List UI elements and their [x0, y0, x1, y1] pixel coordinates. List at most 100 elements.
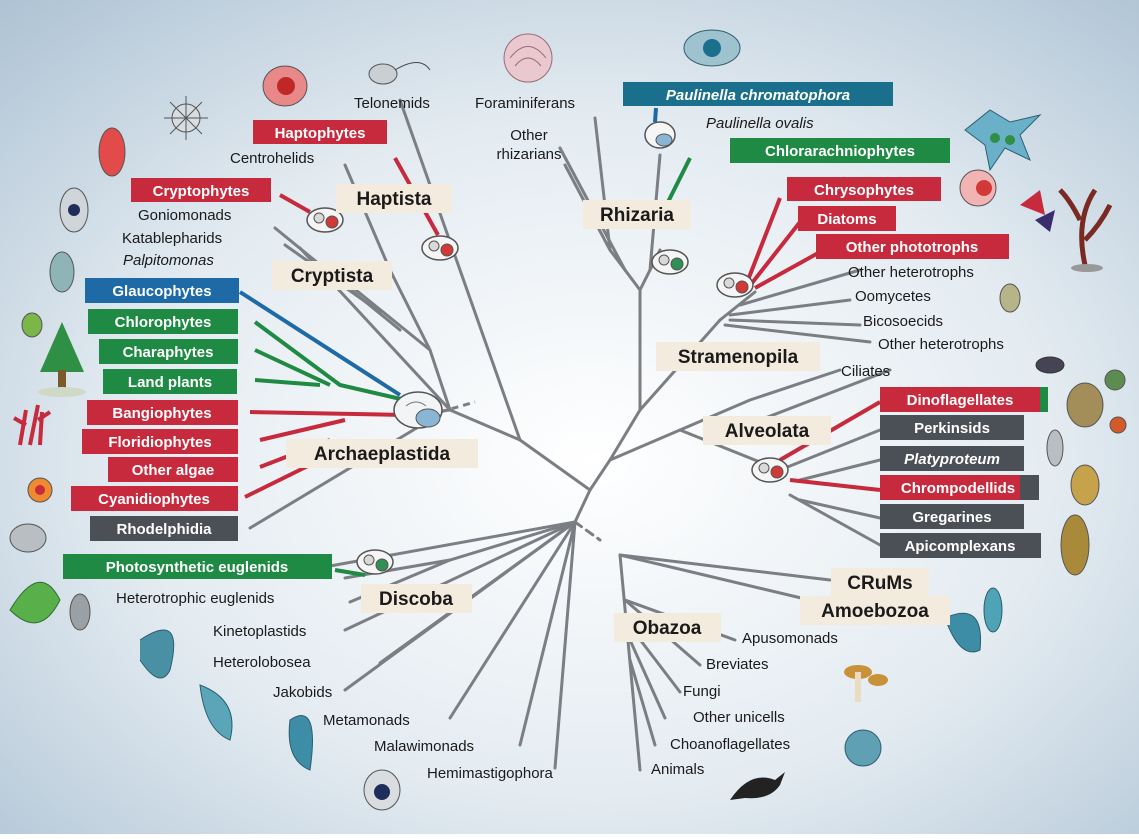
goniomonad-cell-icon [59, 187, 89, 233]
glaucophyte-cell-icon [49, 251, 75, 293]
label-animals: Animals [651, 761, 704, 778]
svg-text:Alveolata: Alveolata [725, 421, 810, 442]
svg-text:Charaphytes: Charaphytes [123, 344, 214, 361]
amoebozoan-icon [983, 587, 1003, 633]
label-fungi: Fungi [683, 683, 721, 700]
heterotrophic-euglenid-icon [69, 593, 91, 631]
svg-text:Archaeplastida: Archaeplastida [314, 444, 451, 465]
group-amoebozoa: Amoebozoa [800, 596, 950, 625]
svg-text:Discoba: Discoba [379, 589, 453, 610]
svg-text:Photosynthetic euglenids: Photosynthetic euglenids [106, 559, 289, 576]
svg-text:Perkinsids: Perkinsids [914, 420, 990, 437]
organism-illustrations [9, 29, 1127, 811]
svg-text:Glaucophytes: Glaucophytes [112, 283, 211, 300]
group-haptista: Haptista [336, 184, 452, 213]
centrohelid-cell-icon [164, 96, 208, 140]
tag-apicomplexans: Apicomplexans [880, 533, 1041, 558]
svg-text:Land plants: Land plants [128, 374, 212, 391]
bird-icon [730, 772, 785, 800]
label-palpitomonas: Palpitomonas [123, 252, 214, 269]
label-metamonads: Metamonads [323, 712, 410, 729]
svg-text:Dinoflagellates: Dinoflagellates [907, 392, 1014, 409]
tag-paulinella-chromatophora: Paulinella chromatophora [623, 82, 893, 106]
svg-text:Platyproteum: Platyproteum [904, 451, 1000, 468]
label-paulinella-ovalis: Paulinella ovalis [706, 115, 814, 132]
svg-text:Cyanidiophytes: Cyanidiophytes [98, 491, 210, 508]
plastid-icon-euglenid [356, 549, 394, 575]
svg-text:Apicomplexans: Apicomplexans [905, 538, 1016, 555]
label-jakobids: Jakobids [273, 684, 332, 701]
flagellate-cell-icon [368, 62, 431, 85]
oomycete-icon [999, 283, 1021, 313]
label-foraminiferans: Foraminiferans [475, 95, 575, 112]
chlorophyte-cell-icon [21, 312, 43, 338]
group-crums: CRuMs [831, 568, 929, 597]
svg-text:Chrysophytes: Chrysophytes [814, 182, 914, 199]
label-heterolobosea: Heterolobosea [213, 654, 311, 671]
mushroom-icon [844, 665, 888, 702]
apicomplexan-icon [1060, 514, 1090, 576]
label-oomycetes: Oomycetes [855, 288, 931, 305]
svg-text:Other phototrophs: Other phototrophs [846, 239, 978, 256]
tag-cryptophytes: Cryptophytes [131, 178, 271, 202]
plain-labels: Telonemids Foraminiferans Other rhizaria… [116, 95, 1004, 782]
euglenid-cell-icon [9, 581, 61, 624]
tag-cyanidiophytes: Cyanidiophytes [71, 486, 238, 511]
svg-text:Amoebozoa: Amoebozoa [821, 601, 929, 622]
metamonad-icon [288, 715, 313, 771]
group-alveolata: Alveolata [703, 416, 831, 445]
cyanidiophyte-cell-icon [27, 477, 53, 503]
primary-plastid-icon [393, 391, 443, 429]
tree-icon [38, 322, 86, 397]
label-apusomonads: Apusomonads [742, 630, 838, 647]
group-cryptista: Cryptista [272, 261, 392, 290]
plastid-icon-stramenopile [716, 272, 754, 298]
svg-text:Chrompodellids: Chrompodellids [901, 480, 1015, 497]
label-choanoflagellates: Choanoflagellates [670, 736, 790, 753]
cryptophyte-cell-icon [98, 127, 126, 177]
svg-text:Floridiophytes: Floridiophytes [108, 434, 211, 451]
label-heterotrophic-euglenids: Heterotrophic euglenids [116, 590, 274, 607]
tag-platyproteum: Platyproteum [880, 446, 1024, 471]
svg-text:Haptophytes: Haptophytes [275, 125, 366, 142]
label-breviates: Breviates [706, 656, 769, 673]
group-rhizaria: Rhizaria [583, 200, 691, 229]
svg-text:Cryptista: Cryptista [291, 266, 374, 287]
foraminiferan-shell-icon [503, 33, 553, 83]
group-archaeplastida: Archaeplastida [286, 439, 478, 468]
svg-text:Diatoms: Diatoms [817, 211, 876, 228]
tag-land-plants: Land plants [103, 369, 237, 394]
tag-dinoflagellates: Dinoflagellates [880, 387, 1048, 412]
svg-text:Stramenopila: Stramenopila [678, 347, 799, 368]
tag-chrysophytes: Chrysophytes [787, 177, 941, 201]
label-other-heterotrophs-1: Other heterotrophs [848, 264, 974, 281]
haptophyte-cell-icon [262, 65, 308, 107]
tag-bangiophytes: Bangiophytes [87, 400, 238, 425]
tag-chlorarachniophytes: Chlorarachniophytes [730, 138, 950, 163]
diatom-icon [1020, 190, 1055, 232]
tag-glaucophytes: Glaucophytes [85, 278, 239, 303]
paulinella-cell-icon [683, 29, 741, 67]
label-katablepharids: Katablepharids [122, 230, 222, 247]
svg-text:Gregarines: Gregarines [912, 509, 991, 526]
label-other-rhizarians-1: Other [510, 127, 548, 144]
group-discoba: Discoba [361, 584, 472, 613]
tag-rhodelphidia: Rhodelphidia [90, 516, 238, 541]
group-stramenopila: Stramenopila [656, 342, 820, 371]
label-bicosoecids: Bicosoecids [863, 313, 943, 330]
label-malawimonads: Malawimonads [374, 738, 474, 755]
group-obazoa: Obazoa [614, 613, 721, 642]
plastid-icon-cryptophyte [306, 207, 344, 233]
svg-text:Haptista: Haptista [357, 189, 432, 210]
tag-gregarines: Gregarines [880, 504, 1024, 529]
svg-text:Bangiophytes: Bangiophytes [112, 405, 211, 422]
svg-text:Obazoa: Obazoa [633, 618, 702, 639]
tag-chrompodellids: Chrompodellids [880, 475, 1039, 500]
tag-charaphytes: Charaphytes [99, 339, 238, 364]
tag-haptophytes: Haptophytes [253, 120, 387, 144]
tag-floridiophytes: Floridiophytes [82, 429, 238, 454]
label-hemimastigophora: Hemimastigophora [427, 765, 554, 782]
svg-text:Chlorophytes: Chlorophytes [115, 314, 212, 331]
chlorarachniophyte-cell-icon [964, 109, 1042, 172]
